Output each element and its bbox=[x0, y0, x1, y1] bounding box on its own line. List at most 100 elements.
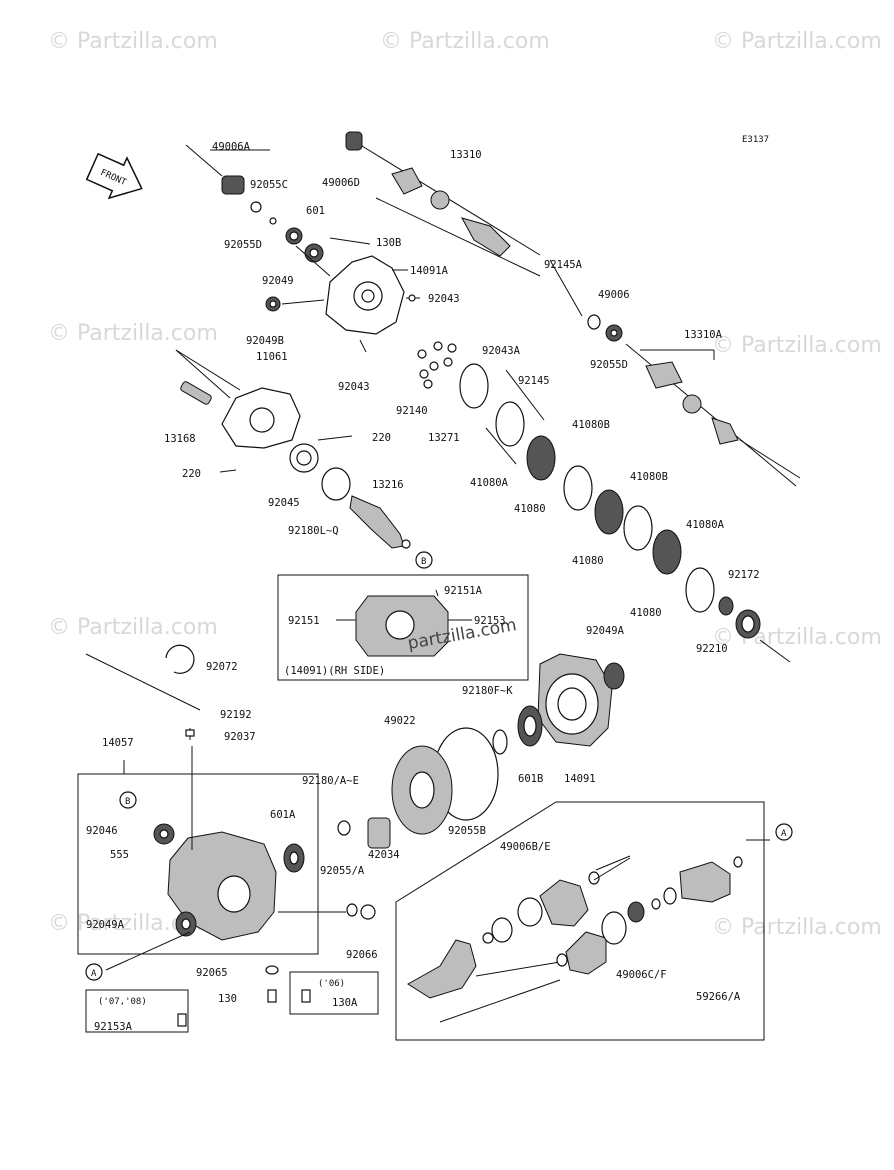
clamp-part bbox=[165, 644, 195, 674]
cv-joint-part bbox=[407, 939, 477, 999]
part-label: 92055B bbox=[448, 825, 486, 837]
part-label: 14057 bbox=[102, 737, 134, 749]
part-label: 220 bbox=[182, 468, 201, 480]
band-part bbox=[517, 897, 543, 927]
part-label: 92140 bbox=[396, 405, 428, 417]
circlip-part bbox=[269, 217, 277, 225]
drive-shaft-assembly bbox=[395, 801, 770, 1041]
oil-seal-part bbox=[221, 175, 245, 195]
circlip-part bbox=[733, 856, 743, 868]
part-label: 49006B/E bbox=[500, 841, 551, 853]
watermark: © Partzilla.com bbox=[48, 615, 218, 640]
cross-joint-part bbox=[682, 394, 702, 414]
callout-a bbox=[85, 963, 103, 981]
band-part bbox=[601, 911, 627, 945]
part-label: 92210 bbox=[696, 643, 728, 655]
part-label: 92055C bbox=[250, 179, 288, 191]
part-label: 92153A bbox=[94, 1021, 133, 1033]
watermark: © Partzilla.com bbox=[712, 915, 882, 940]
breather-group bbox=[85, 644, 201, 740]
front-arrow-icon: FRONT bbox=[85, 152, 143, 200]
part-label: 92055D bbox=[590, 359, 628, 371]
part-label: 92049 bbox=[262, 275, 294, 287]
part-label: 92072 bbox=[206, 661, 238, 673]
front-gear-case-group bbox=[77, 746, 376, 1027]
callout-a-label: A bbox=[91, 969, 97, 979]
oil-seal-part bbox=[345, 131, 363, 151]
boot-part bbox=[565, 931, 607, 975]
pinion-shaft-part bbox=[180, 381, 212, 405]
bolt-part bbox=[177, 1013, 187, 1027]
part-label: 92172 bbox=[728, 569, 760, 581]
part-label: 41080B bbox=[572, 419, 610, 431]
gear-case-frame bbox=[77, 773, 319, 955]
watermark: © Partzilla.com bbox=[712, 333, 882, 358]
propeller-shaft-group bbox=[345, 131, 623, 342]
cage-part bbox=[627, 901, 645, 923]
part-label: 41080B bbox=[630, 471, 668, 483]
part-label: 92037 bbox=[224, 731, 256, 743]
circlip-part bbox=[346, 903, 358, 917]
callout-b-label: B bbox=[125, 797, 130, 807]
friction-plate-part bbox=[623, 505, 653, 551]
part-label: 13216 bbox=[372, 479, 404, 491]
shim-part bbox=[321, 467, 351, 501]
part-label: 92065 bbox=[196, 967, 228, 979]
bolt-part bbox=[408, 294, 416, 302]
differential-case-group bbox=[433, 653, 625, 821]
part-label: 130A bbox=[332, 997, 358, 1009]
part-label: 601B bbox=[518, 773, 543, 785]
band-part bbox=[556, 953, 568, 967]
propeller-shaft-group bbox=[625, 343, 801, 487]
callout-b bbox=[415, 551, 433, 569]
year-note-box-06 bbox=[289, 971, 379, 1015]
clutch-plate-group bbox=[417, 341, 791, 663]
joint-yoke-part bbox=[645, 361, 683, 389]
part-label: 49006A bbox=[212, 141, 251, 153]
year-note: ('06) bbox=[318, 979, 345, 989]
watermark: © Partzilla.com bbox=[48, 321, 218, 346]
part-label: 92153 bbox=[474, 615, 506, 627]
drive-shaft-frame bbox=[395, 801, 765, 1041]
part-label: 49006C/F bbox=[616, 969, 667, 981]
circlip-part bbox=[250, 201, 262, 213]
drive-pinion-gear-part bbox=[349, 495, 405, 549]
bolt-part bbox=[360, 904, 376, 920]
part-label: 11061 bbox=[256, 351, 288, 363]
part-label: 14091 bbox=[564, 773, 596, 785]
ring-gear-group bbox=[337, 745, 453, 849]
part-label: 92145A bbox=[544, 259, 583, 271]
part-label: 92043 bbox=[428, 293, 460, 305]
pinion-housing-group bbox=[175, 349, 411, 549]
part-label: 41080A bbox=[470, 477, 509, 489]
part-label: 42034 bbox=[368, 849, 400, 861]
shim-part bbox=[492, 729, 508, 755]
callout-a bbox=[775, 823, 793, 841]
cross-joint-part bbox=[430, 190, 450, 210]
washer-part bbox=[265, 965, 279, 975]
friction-plate-part bbox=[563, 465, 593, 511]
diagram-code: E3137 bbox=[742, 135, 769, 145]
part-label: 92180L~Q bbox=[288, 525, 339, 537]
callout-a-label: A bbox=[781, 829, 787, 839]
rh-side-cover-box bbox=[277, 574, 529, 681]
part-label: 49006D bbox=[322, 177, 360, 189]
part-label: 41080 bbox=[514, 503, 546, 515]
part-label: 49022 bbox=[384, 715, 416, 727]
part-label: 41080 bbox=[572, 555, 604, 567]
part-label: 92192 bbox=[220, 709, 252, 721]
part-label: 92049A bbox=[86, 919, 125, 931]
part-label: 59266/A bbox=[696, 991, 741, 1003]
part-label: 92043 bbox=[338, 381, 370, 393]
bolt-part bbox=[301, 989, 311, 1003]
part-label: 92066 bbox=[346, 949, 378, 961]
year-note-box-0708 bbox=[85, 989, 189, 1033]
bearing-part bbox=[718, 596, 734, 616]
part-label: (14091)(RH SIDE) bbox=[284, 665, 385, 677]
oil-seal-part bbox=[603, 662, 625, 690]
rh-side-inset-frame bbox=[277, 574, 529, 681]
part-label: 92049B bbox=[246, 335, 284, 347]
circlip-part bbox=[651, 898, 661, 910]
part-label: 92145 bbox=[518, 375, 550, 387]
part-label: 92043A bbox=[482, 345, 521, 357]
